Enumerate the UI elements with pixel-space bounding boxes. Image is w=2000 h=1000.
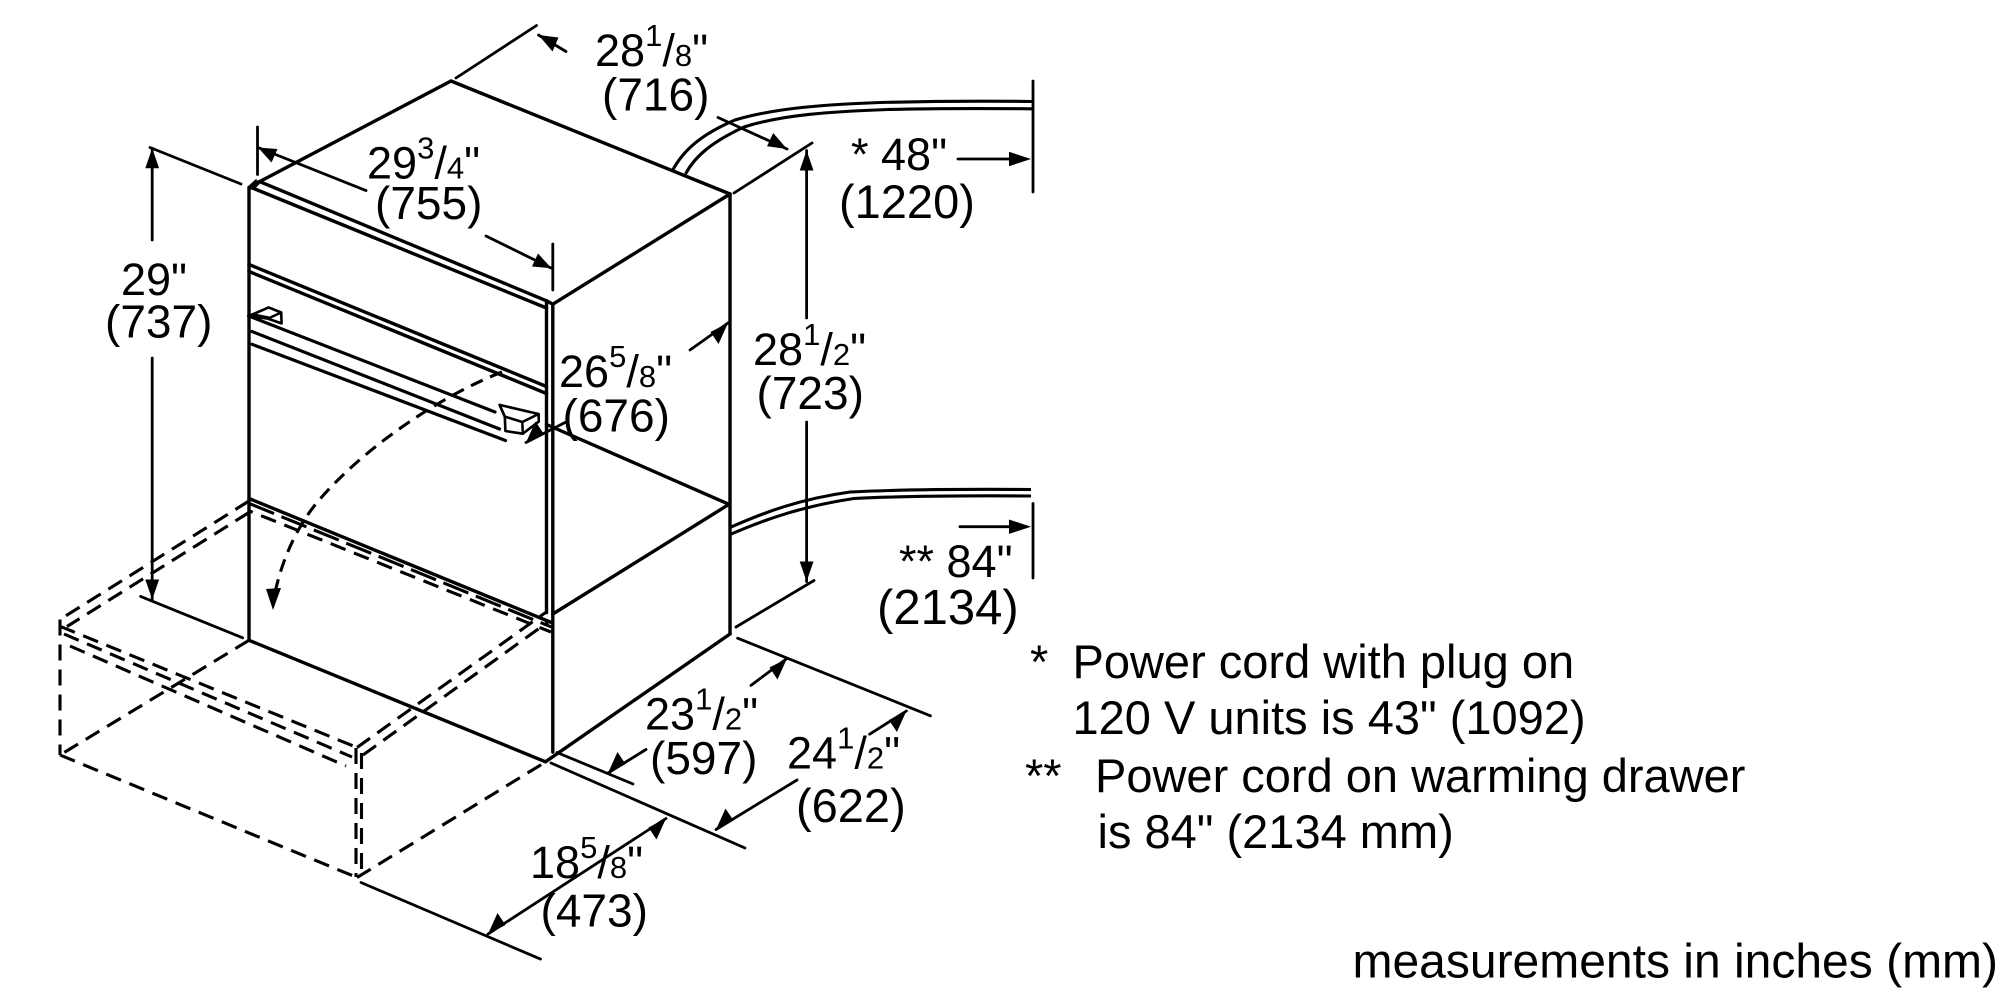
svg-text:is 84" (2134 mm): is 84" (2134 mm) [1098,805,1454,858]
svg-text:(737): (737) [105,296,212,348]
svg-text:29": 29" [121,254,187,305]
svg-text:231/2": 231/2" [645,682,758,740]
svg-text:Power cord on warming drawer: Power cord on warming drawer [1095,749,1745,802]
svg-text:Power cord with plug on: Power cord with plug on [1073,635,1575,688]
svg-text:(755): (755) [375,177,482,229]
svg-text:*: * [1030,635,1048,688]
svg-text:(2134): (2134) [877,581,1019,635]
svg-text:281/8": 281/8" [595,18,708,76]
svg-text:measurements in inches (mm): measurements in inches (mm) [1353,936,1999,989]
svg-text:241/2": 241/2" [787,721,900,779]
svg-text:120 V units is 43" (1092): 120 V units is 43" (1092) [1073,691,1586,744]
svg-text:** 84": ** 84" [899,536,1013,587]
svg-text:* 48": * 48" [851,129,947,180]
svg-text:(1220): (1220) [839,175,975,228]
svg-text:(716): (716) [602,69,709,121]
svg-text:(723): (723) [757,367,864,419]
svg-text:185/8": 185/8" [530,830,643,888]
svg-text:**: ** [1025,749,1062,802]
svg-text:265/8": 265/8" [559,339,672,397]
svg-text:(676): (676) [563,390,670,442]
svg-text:(622): (622) [796,779,906,832]
svg-text:(597): (597) [650,732,757,784]
svg-text:(473): (473) [541,885,648,937]
